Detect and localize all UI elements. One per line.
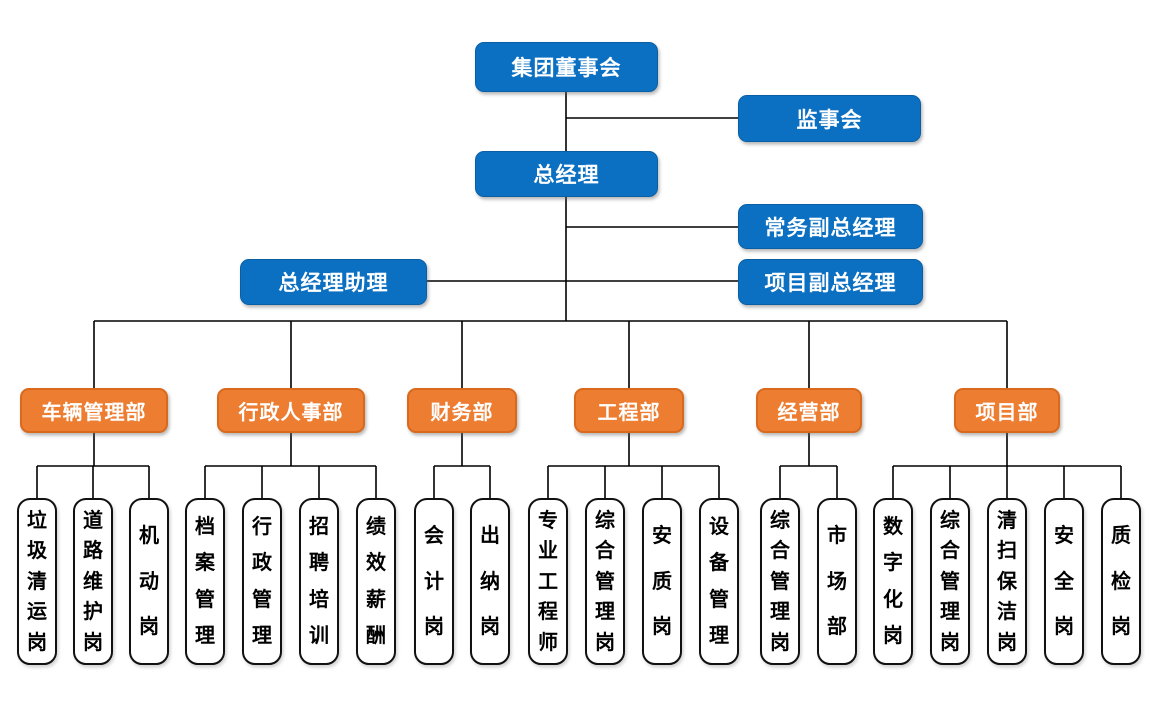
dept-project: 项目部: [954, 388, 1060, 433]
post-label: 设备管理: [709, 515, 729, 648]
node-group-board: 集团董事会: [475, 42, 658, 92]
dept-label: 车辆管理部: [41, 402, 147, 424]
post-label: 综合管理岗: [770, 509, 790, 654]
post-label: 清扫保洁岗: [997, 509, 1017, 654]
dept-admin-hr: 行政人事部: [217, 388, 365, 433]
post-box: 招聘培训: [299, 498, 339, 665]
dept-vehicle-management: 车辆管理部: [20, 388, 168, 433]
post-label: 质检岗: [1111, 524, 1131, 639]
post-label: 专业工程师: [538, 509, 558, 654]
connector-dept-drops: [93, 321, 1008, 388]
post-box: 出纳岗: [470, 498, 510, 665]
post-box: 安全岗: [1044, 498, 1084, 665]
post-label: 行政管理: [252, 515, 272, 648]
connector-dept-5-posts: [892, 433, 1122, 498]
dept-label: 行政人事部: [238, 402, 344, 424]
post-box: 数字化岗: [873, 498, 913, 665]
post-label: 道路维护岗: [83, 509, 103, 654]
post-label: 出纳岗: [480, 524, 500, 639]
node-general-manager: 总经理: [475, 151, 658, 197]
post-box: 绩效薪酬: [356, 498, 396, 665]
node-general-manager-label: 总经理: [533, 164, 600, 187]
post-label: 会计岗: [424, 524, 444, 639]
connector-dept-2-posts: [433, 433, 491, 498]
dept-operations: 经营部: [756, 388, 862, 433]
connector-dept-0-posts: [36, 433, 150, 498]
node-group-board-label: 集团董事会: [511, 57, 622, 80]
post-box: 机动岗: [129, 498, 169, 665]
post-label: 综合管理岗: [940, 509, 960, 654]
post-box: 会计岗: [414, 498, 454, 665]
post-box: 专业工程师: [528, 498, 568, 665]
dept-label: 工程部: [597, 402, 661, 424]
node-project-deputy-gm: 项目副总经理: [738, 259, 923, 305]
post-label: 安全岗: [1054, 524, 1074, 639]
node-executive-deputy-gm: 常务副总经理: [738, 204, 923, 249]
connector-dept-1-posts: [204, 433, 377, 498]
post-box: 道路维护岗: [73, 498, 113, 665]
post-label: 数字化岗: [883, 515, 903, 648]
post-label: 机动岗: [139, 524, 159, 639]
post-label: 绩效薪酬: [366, 515, 386, 648]
node-gm-assistant: 总经理助理: [240, 259, 427, 305]
post-box: 设备管理: [699, 498, 739, 665]
connector-dept-4-posts: [779, 433, 838, 498]
node-supervisory-board: 监事会: [738, 95, 921, 142]
dept-finance: 财务部: [407, 388, 517, 433]
post-label: 市场部: [827, 524, 847, 639]
connector-dept-3-posts: [547, 433, 720, 498]
post-label: 招聘培训: [309, 515, 329, 648]
dept-engineering: 工程部: [574, 388, 684, 433]
post-box: 综合管理岗: [585, 498, 625, 665]
post-box: 综合管理岗: [930, 498, 970, 665]
post-box: 市场部: [817, 498, 857, 665]
post-label: 档案管理: [195, 515, 215, 648]
post-box: 行政管理: [242, 498, 282, 665]
post-label: 垃圾清运岗: [27, 509, 47, 654]
post-box: 垃圾清运岗: [17, 498, 57, 665]
post-label: 综合管理岗: [595, 509, 615, 654]
dept-label: 项目部: [975, 402, 1039, 424]
post-box: 档案管理: [185, 498, 225, 665]
post-box: 安质岗: [642, 498, 682, 665]
node-executive-deputy-gm-label: 常务副总经理: [764, 216, 897, 240]
post-label: 安质岗: [652, 524, 672, 639]
post-box: 质检岗: [1101, 498, 1141, 665]
node-project-deputy-gm-label: 项目副总经理: [764, 272, 897, 295]
post-box: 清扫保洁岗: [987, 498, 1027, 665]
node-supervisory-board-label: 监事会: [796, 108, 863, 132]
dept-label: 财务部: [430, 402, 494, 424]
dept-label: 经营部: [777, 402, 841, 424]
post-box: 综合管理岗: [760, 498, 800, 665]
node-gm-assistant-label: 总经理助理: [278, 272, 389, 295]
